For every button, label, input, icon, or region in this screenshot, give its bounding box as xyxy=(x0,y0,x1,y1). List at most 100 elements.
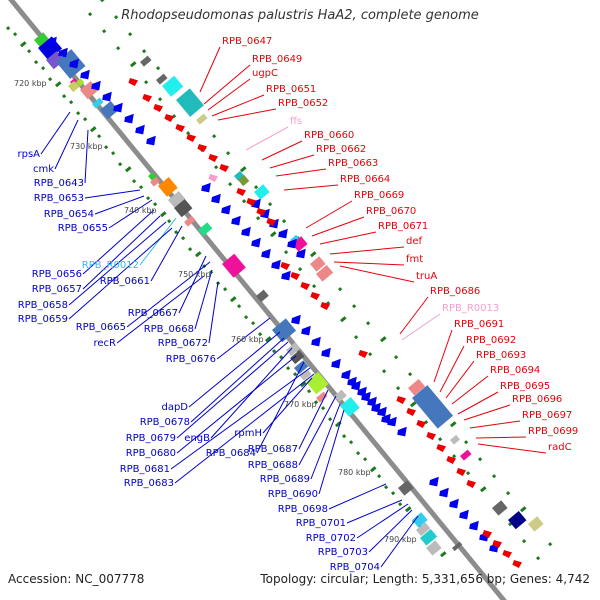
reverse-gene-arrow xyxy=(291,314,301,325)
tick-mark xyxy=(258,332,263,337)
tick-mark xyxy=(251,321,256,326)
leader-line xyxy=(190,337,285,423)
tick-mark xyxy=(166,219,172,224)
gene-box xyxy=(233,170,244,181)
leader-line xyxy=(305,200,353,229)
gene-box xyxy=(412,385,454,429)
leader-line xyxy=(328,483,387,510)
tick-mark xyxy=(212,134,217,139)
gene-label-forward: RPB_0670 xyxy=(366,206,416,217)
leader-line xyxy=(399,296,429,335)
leader-line xyxy=(463,404,511,421)
tick-mark xyxy=(312,284,317,289)
gene-label-forward: RPB_0686 xyxy=(430,286,480,297)
gene-label-forward: RPB_0697 xyxy=(522,410,572,421)
leader-line xyxy=(356,503,409,539)
gene-label-reverse: RPB_0680 xyxy=(126,448,176,459)
gene-label-forward: RPB_0691 xyxy=(454,319,504,330)
leader-line xyxy=(207,78,251,111)
reverse-gene-arrow xyxy=(439,487,449,498)
reverse-gene-arrow xyxy=(251,198,261,209)
gene-box xyxy=(174,199,193,218)
gene-label-forward: RPB_0664 xyxy=(340,174,390,185)
gene-label-reverse: cmk xyxy=(33,164,54,175)
tick-mark xyxy=(327,417,333,422)
leader-line xyxy=(333,261,405,266)
tick-mark xyxy=(226,151,231,156)
gene-box xyxy=(222,253,246,278)
leader-line xyxy=(275,168,327,177)
reverse-gene-arrow xyxy=(278,228,288,239)
gene-label-forward: radC xyxy=(548,442,572,453)
tick-mark xyxy=(41,66,46,71)
leader-line xyxy=(261,140,303,161)
leader-line xyxy=(194,269,213,330)
reverse-gene-arrow xyxy=(47,36,57,47)
leader-line xyxy=(210,347,293,439)
tick-mark xyxy=(142,49,147,54)
gene-box xyxy=(315,391,328,403)
forward-gene-arrow xyxy=(219,164,229,172)
tick-mark xyxy=(6,26,11,31)
leader-line xyxy=(329,246,405,255)
forward-gene-arrow xyxy=(466,480,476,488)
reverse-gene-arrow xyxy=(377,406,387,417)
tick-mark xyxy=(536,556,541,561)
leader-line xyxy=(298,395,337,466)
forward-gene-arrow xyxy=(236,188,246,196)
leader-line xyxy=(68,227,173,320)
tick-mark xyxy=(146,196,151,201)
reverse-gene-arrow xyxy=(449,498,459,509)
gene-box xyxy=(67,80,80,93)
gene-box xyxy=(38,36,63,61)
leader-line xyxy=(150,225,183,282)
reverse-gene-arrow xyxy=(301,325,311,336)
gene-label-forward: def xyxy=(406,236,423,247)
leader-line xyxy=(311,216,365,237)
gene-label-reverse: RPB_0684 xyxy=(206,448,256,459)
gene-label-reverse: RPB_0698 xyxy=(278,504,328,515)
tick-mark xyxy=(492,474,497,479)
reverse-gene-arrow xyxy=(351,380,361,391)
gene-label-forward: RPB_0696 xyxy=(512,394,562,405)
gene-box xyxy=(149,176,160,187)
leader-line xyxy=(40,111,71,155)
forward-gene-arrow xyxy=(446,456,456,464)
tick-mark xyxy=(368,352,373,357)
tick-mark xyxy=(253,185,259,190)
forward-gene-arrow xyxy=(153,104,163,112)
forward-gene-arrow xyxy=(502,550,512,558)
gene-box xyxy=(100,101,119,120)
leader-line xyxy=(380,515,419,568)
gene-label-forward: RPB_0669 xyxy=(354,190,404,201)
tick-mark xyxy=(394,355,399,360)
reverse-gene-arrow xyxy=(271,259,281,270)
tick-mark xyxy=(118,162,123,167)
tick-mark xyxy=(363,457,368,462)
gene-label-reverse: RPB_0690 xyxy=(268,489,318,500)
leader-line xyxy=(203,64,251,105)
reverse-gene-arrow xyxy=(429,476,439,487)
gene-label-reverse: RPB_0676 xyxy=(166,354,216,365)
kbp-tick-label: 720 kbp xyxy=(14,79,47,88)
reverse-gene-arrow xyxy=(367,396,377,407)
gene-box xyxy=(292,236,308,252)
tick-mark xyxy=(158,97,163,102)
gene-box xyxy=(76,78,85,87)
gene-label-reverse: RPB_0656 xyxy=(32,269,82,280)
gene-label-forward: RPB_0652 xyxy=(278,98,328,109)
tick-mark xyxy=(153,202,158,207)
leader-line xyxy=(262,377,313,434)
forward-gene-arrow xyxy=(300,282,310,290)
tick-mark xyxy=(396,386,401,391)
reverse-gene-arrow xyxy=(113,102,123,113)
gene-box xyxy=(238,174,250,187)
tick-mark xyxy=(282,219,287,224)
gene-label-forward: RPB_0692 xyxy=(466,335,516,346)
tick-mark xyxy=(381,369,387,374)
leader-line xyxy=(84,129,89,184)
gene-label-forward: RPB_0663 xyxy=(328,158,378,169)
reverse-gene-arrow xyxy=(469,520,479,531)
tick-mark xyxy=(116,46,121,51)
gene-box xyxy=(398,480,414,496)
